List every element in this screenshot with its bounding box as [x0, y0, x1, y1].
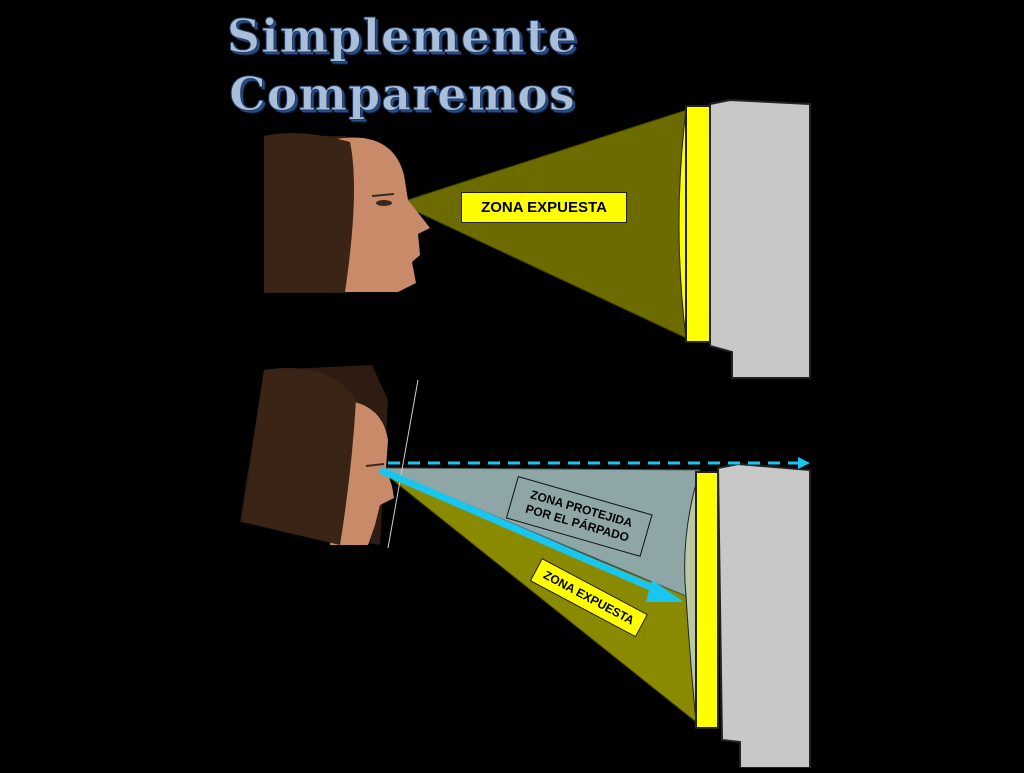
page-title-line-2: Comparemos: [229, 67, 576, 122]
gaze-arrowhead: [646, 580, 684, 602]
head-tilt-line: [387, 379, 419, 549]
page-title-line-1: Simplemente: [226, 9, 579, 64]
exposed-zone-label-top: ZONA EXPUESTA: [461, 192, 627, 223]
top-wall: [709, 98, 811, 379]
gaze-arrow-line: [378, 466, 664, 596]
top-yellow-panel: [685, 105, 711, 343]
bottom-yellow-panel: [695, 471, 719, 729]
top-head-icon: [264, 133, 430, 293]
dashed-gaze-arrowhead: [798, 457, 810, 469]
bottom-wall: [716, 462, 811, 769]
bottom-head-icon: [240, 365, 394, 545]
top-exposed-cone: [396, 109, 687, 339]
